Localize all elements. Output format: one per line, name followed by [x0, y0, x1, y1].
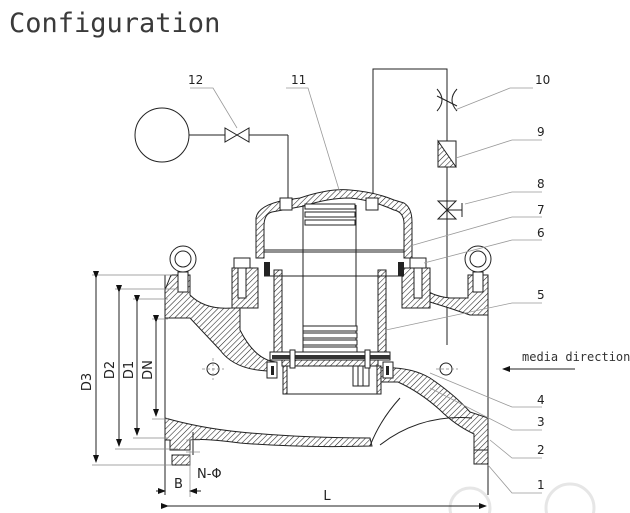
filter-9	[437, 139, 457, 168]
dim-n-phi-label: N-Φ	[197, 467, 222, 482]
callout-4: 4	[537, 393, 545, 407]
disc-assembly	[266, 349, 394, 395]
callout-3: 3	[537, 415, 545, 429]
lower-spring	[302, 325, 358, 353]
callout-6: 6	[537, 226, 545, 240]
dim-d3-label: D3	[80, 373, 95, 391]
dim-dn-label: DN	[141, 360, 156, 380]
callout-10: 10	[535, 73, 550, 87]
pressure-tank	[134, 107, 225, 163]
callout-7: 7	[537, 203, 545, 217]
callout-5: 5	[537, 288, 545, 302]
callout-1: 1	[537, 478, 545, 492]
callout-9: 9	[537, 125, 545, 139]
dim-l-label: L	[323, 489, 331, 504]
callout-11: 11	[291, 73, 306, 87]
page-title: Configuration	[9, 8, 221, 39]
throttle-valve-10	[436, 88, 458, 112]
flange-bolt-left	[231, 257, 259, 309]
flow-direction-indicator: media direction	[502, 350, 630, 372]
callout-2: 2	[537, 443, 545, 457]
dim-b-label: B	[174, 477, 183, 492]
ball-valve-8	[436, 200, 463, 220]
callout-leaders	[190, 87, 542, 494]
flange-bolt-right	[264, 257, 431, 309]
dimension-lines	[92, 271, 487, 509]
eye-bolt-left	[169, 245, 197, 293]
ball-valve-12	[224, 127, 289, 200]
eye-bolt-right	[464, 245, 492, 293]
watermark	[448, 482, 596, 513]
callout-8: 8	[537, 177, 545, 191]
top-spring	[304, 203, 356, 226]
dim-d1-label: D1	[122, 361, 137, 379]
callout-12: 12	[188, 73, 203, 87]
flow-direction-label: media direction	[522, 350, 630, 364]
pilot-line	[372, 68, 448, 345]
dim-d2-label: D2	[103, 361, 118, 379]
